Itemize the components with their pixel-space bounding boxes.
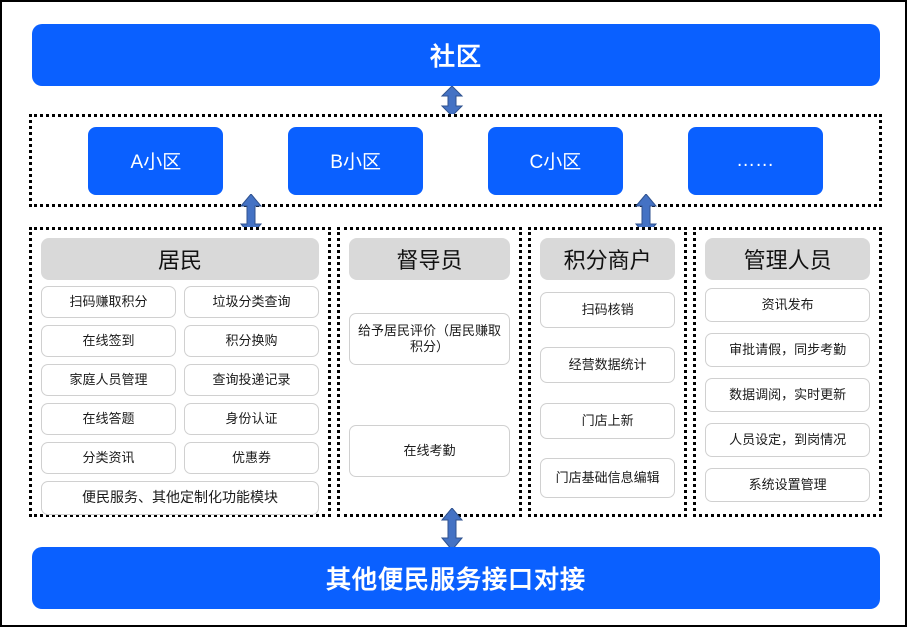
list-item[interactable]: 便民服务、其他定制化功能模块 [41,481,319,515]
list-item[interactable]: 扫码赚取积分 [41,286,176,318]
list-item[interactable]: 数据调阅，实时更新 [705,378,870,412]
list-item[interactable]: 门店上新 [540,402,676,439]
district-label: A小区 [130,152,182,173]
list-item[interactable]: 查询投递记录 [184,364,319,396]
community-banner[interactable]: 社区 [32,24,880,86]
list-item[interactable]: 经营数据统计 [540,347,676,384]
role-column-residents: 居民 扫码赚取积分 垃圾分类查询 在线签到 积分换购 家庭人员管理 查询投递记录… [29,227,331,517]
role-items-supervisor: 给予居民评价（居民赚取积分） 在线考勤 [349,286,511,504]
list-item[interactable]: 优惠券 [184,442,319,474]
district-box-c[interactable]: C小区 [487,126,623,195]
list-item[interactable]: 垃圾分类查询 [184,286,319,318]
list-item[interactable]: 在线答题 [41,403,176,435]
role-title-residents: 居民 [41,238,319,280]
roles-area: 居民 扫码赚取积分 垃圾分类查询 在线签到 积分换购 家庭人员管理 查询投递记录… [29,227,882,517]
district-label: B小区 [330,152,381,173]
district-row: A小区 B小区 C小区 …… [32,117,879,204]
list-item[interactable]: 身份认证 [184,403,319,435]
district-box-b[interactable]: B小区 [288,126,424,195]
role-column-management: 管理人员 资讯发布 审批请假，同步考勤 数据调阅，实时更新 人员设定，到岗情况 … [693,227,882,517]
district-label: C小区 [529,152,582,173]
role-column-merchant: 积分商户 扫码核销 经营数据统计 门店上新 门店基础信息编辑 [528,227,688,517]
role-items-management: 资讯发布 审批请假，同步考勤 数据调阅，实时更新 人员设定，到岗情况 系统设置管… [705,286,870,504]
role-title-management: 管理人员 [705,238,870,280]
list-item[interactable]: 给予居民评价（居民赚取积分） [349,312,511,365]
list-item[interactable]: 家庭人员管理 [41,364,176,396]
list-item[interactable]: 分类资讯 [41,442,176,474]
list-item[interactable]: 审批请假，同步考勤 [705,333,870,367]
district-group: A小区 B小区 C小区 …… [29,114,882,207]
list-item[interactable]: 门店基础信息编辑 [540,457,676,498]
list-item[interactable]: 人员设定，到岗情况 [705,423,870,457]
interfaces-banner[interactable]: 其他便民服务接口对接 [32,547,880,609]
district-box-a[interactable]: A小区 [88,126,224,195]
district-box-more[interactable]: …… [687,126,823,195]
role-column-supervisor: 督导员 给予居民评价（居民赚取积分） 在线考勤 [337,227,523,517]
arrow-community-to-districts [440,86,464,116]
list-item[interactable]: 在线考勤 [349,425,511,478]
role-title-merchant: 积分商户 [540,238,676,280]
role-title-supervisor: 督导员 [349,238,511,280]
list-item[interactable]: 扫码核销 [540,292,676,329]
role-items-residents: 扫码赚取积分 垃圾分类查询 在线签到 积分换购 家庭人员管理 查询投递记录 在线… [41,286,319,515]
list-item[interactable]: 在线签到 [41,325,176,357]
district-label: …… [736,149,775,171]
list-item[interactable]: 系统设置管理 [705,468,870,502]
list-item[interactable]: 积分换购 [184,325,319,357]
list-item[interactable]: 资讯发布 [705,288,870,322]
role-items-merchant: 扫码核销 经营数据统计 门店上新 门店基础信息编辑 [540,286,676,504]
